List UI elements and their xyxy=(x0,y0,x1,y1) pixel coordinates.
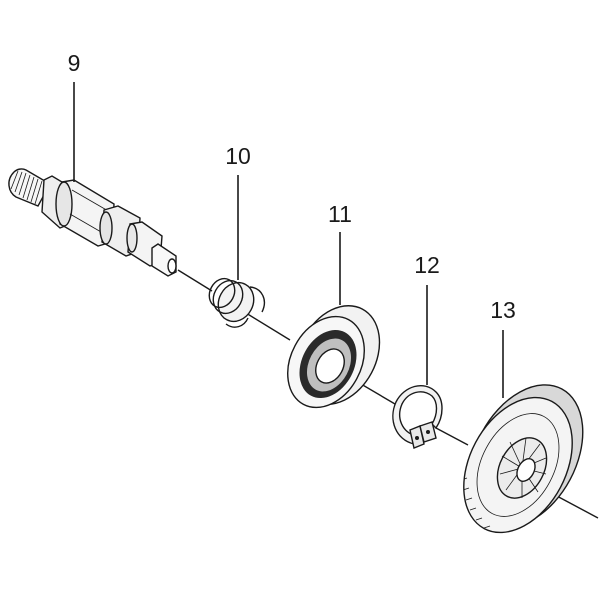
spring-clip-part xyxy=(208,277,266,328)
callout-9: 9 xyxy=(68,50,81,76)
gear-part xyxy=(459,384,584,534)
callout-10: 10 xyxy=(225,143,251,169)
spindle-part xyxy=(8,168,177,277)
ball-bearing-part xyxy=(287,305,381,409)
callout-11: 11 xyxy=(328,201,352,227)
leader-lines xyxy=(73,82,504,398)
circlip-part xyxy=(392,384,443,449)
callout-13: 13 xyxy=(490,297,516,323)
callout-12: 12 xyxy=(414,252,440,278)
